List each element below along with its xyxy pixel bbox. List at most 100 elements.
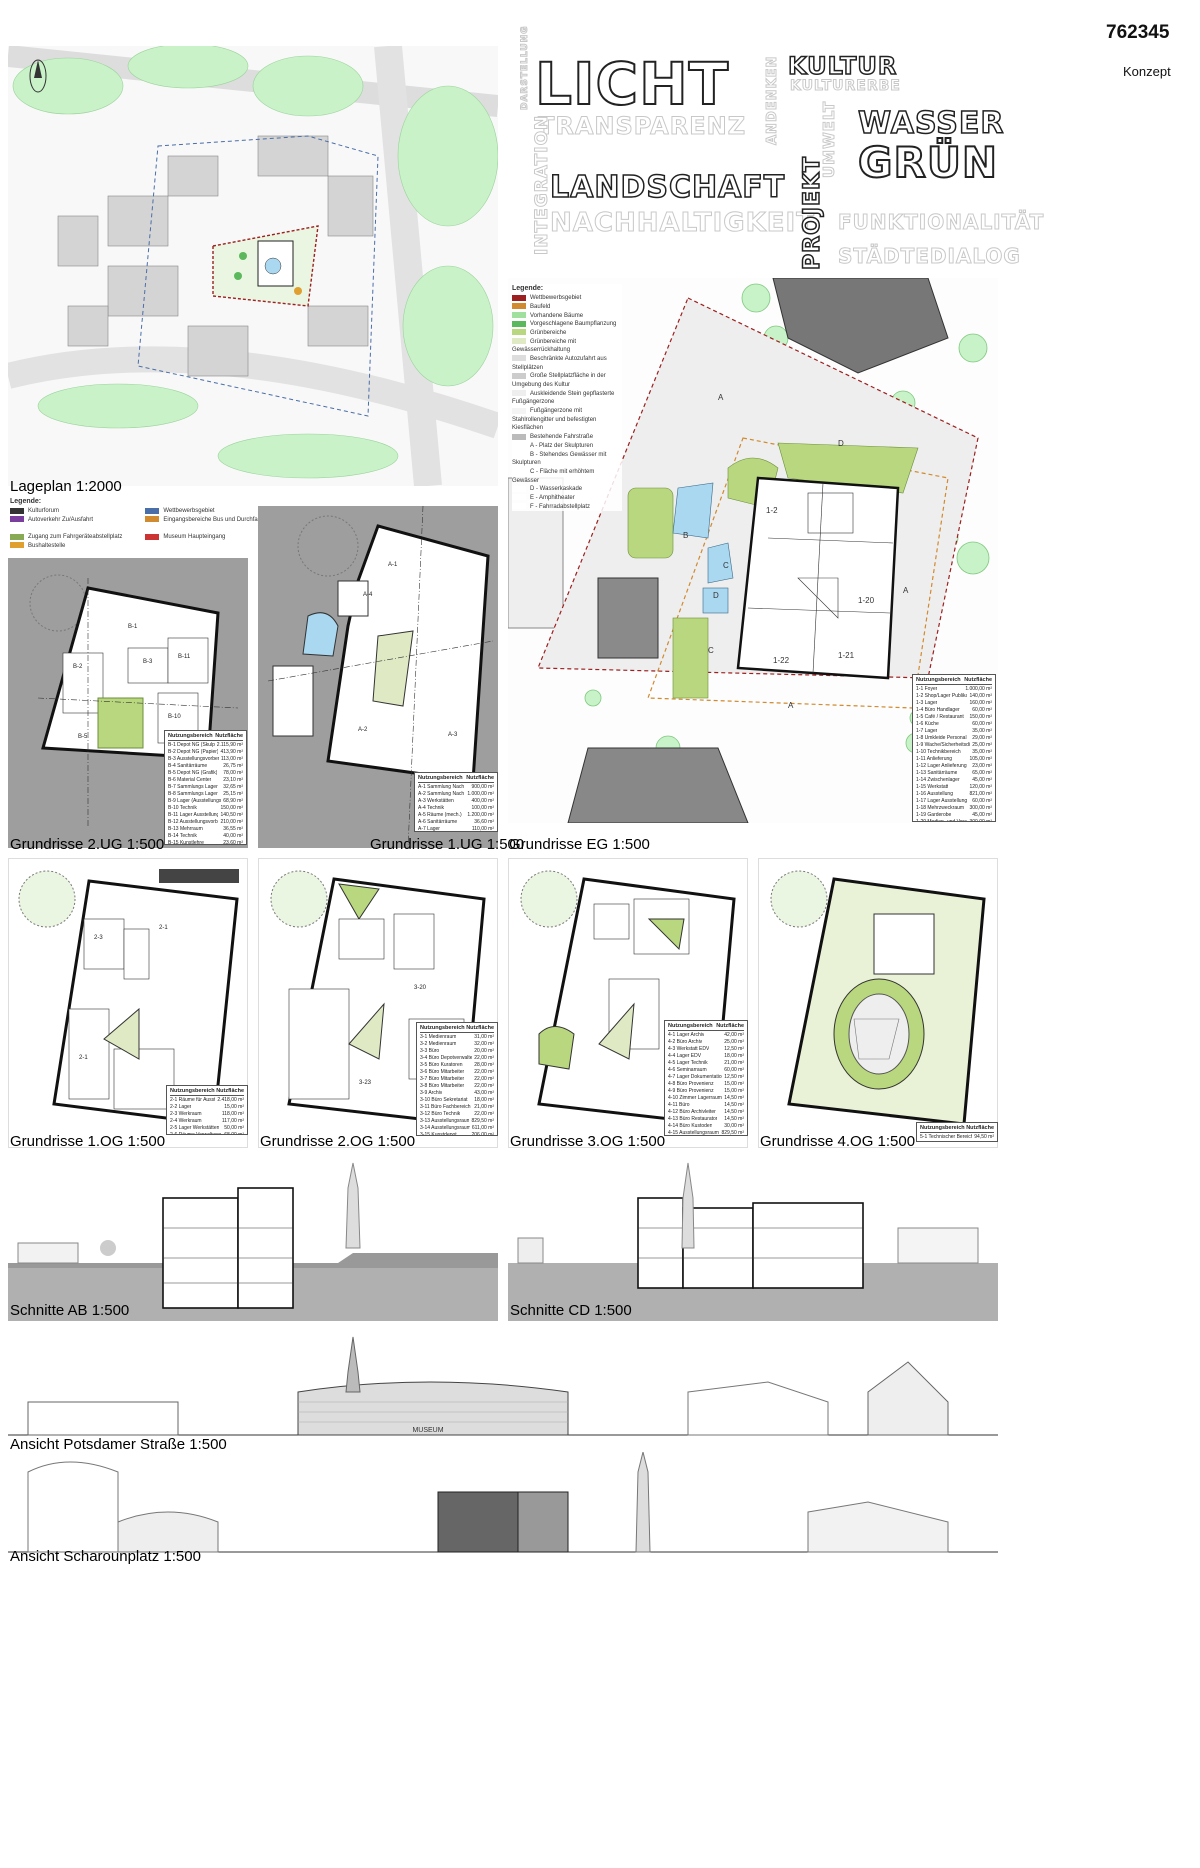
table-cell-name: 4-7 Lager Dokumentation <box>668 1074 723 1080</box>
legend-item: Beschränkte Autozufahrt aus Stellplätzen <box>512 355 622 372</box>
section-cd-drawing <box>508 1162 998 1321</box>
word-nachhaltigkeit: NACHHALTIGKEIT <box>550 208 815 239</box>
table-cell-name: 4-2 Büro Archiv <box>668 1039 703 1045</box>
svg-text:A: A <box>903 586 909 595</box>
section-ab-drawing <box>8 1162 498 1321</box>
table-cell-name: 4-9 Büro Provenienz <box>668 1088 714 1094</box>
table-row: A-5 Räume (mech.)1.200,00 m² <box>418 812 494 819</box>
table-cell-name: A-6 Sanitärräume <box>418 819 458 825</box>
table-cell-name: B-3 Ausstellungsvorbereitung <box>168 756 219 762</box>
word-licht: LICHT <box>534 49 730 119</box>
svg-text:B-10: B-10 <box>168 714 181 720</box>
section-ab-panel <box>8 1158 498 1321</box>
table-cell-name: 4-15 Ausstellungsraum <box>668 1130 719 1136</box>
legend-text: Kulturforum <box>28 508 60 515</box>
table-cell-area: 26,75 m² <box>223 763 243 769</box>
table-row: B-5 Depot NG (Grafik)78,00 m² <box>168 770 243 777</box>
legend-text: Vorhandene Bäume <box>530 312 584 319</box>
table-cell-name: 1-5 Café / Restaurant <box>916 714 964 720</box>
table-cell-name: B-12 Ausstellungsvorbereitung <box>168 819 218 825</box>
legend-swatch <box>10 516 24 523</box>
legend-swatch <box>512 450 526 457</box>
table-cell-area: 829,50 m² <box>721 1130 744 1136</box>
table-cell-area: 15,00 m² <box>724 1081 744 1087</box>
table-row: B-12 Ausstellungsvorbereitung210,00 m² <box>168 819 243 826</box>
word-andenken: ANDENKEN <box>765 55 781 145</box>
table-row: 1-20 Medien- und Veranstaltungsraum300,0… <box>916 819 992 821</box>
legend-item: Museum Haupteingang <box>145 533 274 542</box>
legend-text: Grünbereiche mit Gewässerrückhaltung <box>512 338 577 354</box>
svg-text:B-11: B-11 <box>178 654 191 660</box>
table-cell-area: 829,50 m² <box>471 1118 494 1124</box>
table-cell-name: B-1 Depot NG (Skulptur) <box>168 742 215 748</box>
legend-swatch <box>145 533 160 540</box>
north-arrow-icon <box>29 59 47 93</box>
lageplan-label: Lageplan 1:2000 <box>10 478 122 495</box>
elevation-potsdamer-drawing: MUSEUM <box>8 1336 998 1436</box>
table-cell-name: 4-11 Büro <box>668 1102 690 1108</box>
legend-text: Zugang zum Fahrgeräteabstellplatz <box>28 534 123 541</box>
table-cell-area: 118,00 m² <box>221 1111 244 1117</box>
elevation-scharoun-label: Ansicht Scharounplatz 1:500 <box>10 1548 201 1565</box>
table-cell-name: 3-10 Büro Sekretariat <box>420 1097 468 1103</box>
table-cell-name: 3-5 Büro Kuratoren <box>420 1062 463 1068</box>
legend-swatch <box>10 542 24 549</box>
concept-wordcloud: LICHT TRANSPARENZ KULTUR KULTURERBE WASS… <box>520 25 1044 271</box>
table-cell-name: 5-1 Technischer Bereich <box>920 1134 973 1140</box>
legend-title: Legende: <box>10 498 42 505</box>
table-cell-area: 100,00 m² <box>471 805 494 811</box>
table-row: 1-5 Café / Restaurant 150,00 m² <box>916 714 992 721</box>
table-cell-name: 4-6 Seminarraum <box>668 1067 707 1073</box>
table-cell-area: 300,00 m² <box>969 805 992 811</box>
ug1-floorplan: A-1A-2 A-3A-4 <box>267 506 494 848</box>
legend-item: Kulturforum <box>10 507 139 516</box>
table-cell-area: 821,00 m² <box>969 791 992 797</box>
svg-text:D: D <box>838 439 844 448</box>
word-transparenz: TRANSPARENZ <box>537 112 747 141</box>
legend-item: Baufeld <box>512 303 622 312</box>
table-cell-area: 23,00 m² <box>972 763 992 769</box>
table-cell-name: 1-4 Büro Handlager <box>916 707 960 713</box>
table-cell-area: 150,00 m² <box>969 714 992 720</box>
elevation-scharoun-drawing <box>8 1452 998 1553</box>
table-cell-area: 45,00 m² <box>972 812 992 818</box>
svg-text:A-1: A-1 <box>388 562 398 568</box>
table-cell-name: 3-11 Büro Fachbereich <box>420 1104 471 1110</box>
table-cell-area: 42,00 m² <box>724 1032 744 1038</box>
legend-swatch <box>512 494 526 501</box>
table-cell-area: 1.000,00 m² <box>467 791 494 797</box>
table-cell-name: A-4 Technik <box>418 805 445 811</box>
legend-item: Vorhandene Bäume <box>512 311 622 321</box>
table-cell-name: 4-10 Zimmer Lagerraum <box>668 1095 722 1101</box>
table-cell-area: 140,50 m² <box>220 812 243 818</box>
table-cell-area: 206,00 m² <box>471 1132 494 1136</box>
table-cell-area: 22,00 m² <box>474 1111 494 1117</box>
table-cell-name: 1-12 Lager Anlieferung <box>916 763 967 769</box>
word-wasser: WASSER <box>857 105 1005 142</box>
table-row: B-11 Lager Ausstellungstechnik140,50 m² <box>168 812 243 819</box>
table-cell-area: 12,50 m² <box>724 1046 744 1052</box>
legend-item: F - Fahrradabstellplatz <box>512 503 622 512</box>
legend-swatch <box>512 372 526 379</box>
legend-text: D - Wasserkaskade <box>530 486 583 493</box>
svg-text:B-1: B-1 <box>128 624 138 630</box>
legend-item: E - Amphitheater <box>512 494 622 503</box>
table-row: 5-2 Technischer Bereich844,78 m² <box>920 1141 994 1142</box>
